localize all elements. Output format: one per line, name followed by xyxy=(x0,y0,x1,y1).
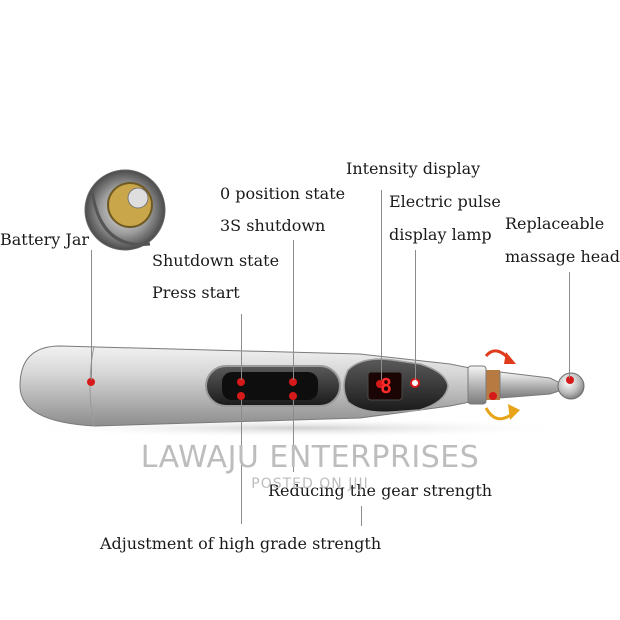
collar-indicator-dot xyxy=(489,392,497,400)
collar-leader xyxy=(361,506,362,526)
label-reducing-gear-strength: Reducing the gear strength xyxy=(268,481,493,500)
label-zero-position-state: 0 position state xyxy=(220,184,346,203)
label-display-lamp: display lamp xyxy=(389,225,492,244)
battery-terminal xyxy=(127,187,149,209)
battery-jar-indicator-dot xyxy=(87,378,95,386)
label-electric-pulse: Electric pulse xyxy=(389,192,501,211)
massage-head-indicator-dot xyxy=(566,376,574,384)
label-3s-shutdown: 3S shutdown xyxy=(220,216,326,235)
label-massage-head: massage head xyxy=(505,247,620,266)
battery-jar-leader xyxy=(91,250,92,380)
massage-head-ball xyxy=(557,372,585,400)
watermark-brand: LAWAJU ENTERPRISES xyxy=(140,440,480,475)
intensity-display-indicator-dot xyxy=(376,380,384,388)
label-adjustment-high-grade-strength: Adjustment of high grade strength xyxy=(100,534,382,553)
display-lamp-leader xyxy=(415,250,416,380)
massage-tip xyxy=(499,371,563,399)
shutdown-state-leader xyxy=(241,314,242,380)
label-battery-jar: Battery Jar xyxy=(0,230,89,249)
zero-position-indicator-dot xyxy=(289,378,297,386)
intensity-display-leader xyxy=(381,190,382,380)
massage-head-leader xyxy=(569,272,570,378)
rotate-arrow-bottom xyxy=(484,407,513,421)
label-intensity-display: Intensity display xyxy=(346,159,481,178)
shutdown-state-indicator-dot xyxy=(237,378,245,386)
zero-position-leader xyxy=(293,240,294,380)
battery-jar-thread xyxy=(90,189,151,247)
intensity-display-screen xyxy=(367,371,403,401)
cap-seam xyxy=(89,345,95,427)
label-press-start: Press start xyxy=(152,283,240,302)
reducing-indicator-dot xyxy=(289,392,297,400)
reducing-leader xyxy=(293,400,294,472)
label-replaceable: Replaceable xyxy=(505,214,605,233)
adjustment-leader xyxy=(241,400,242,524)
rotate-arrow-bottom-head xyxy=(508,404,520,420)
rotate-arrow-top-head xyxy=(504,352,516,364)
neck-ring xyxy=(467,365,487,405)
label-shutdown-state: Shutdown state xyxy=(152,251,280,270)
intensity-display-digit: 8 xyxy=(379,374,393,398)
watermark-posted-on: POSTED ON JIJI xyxy=(251,476,369,492)
adjustment-indicator-dot xyxy=(237,392,245,400)
